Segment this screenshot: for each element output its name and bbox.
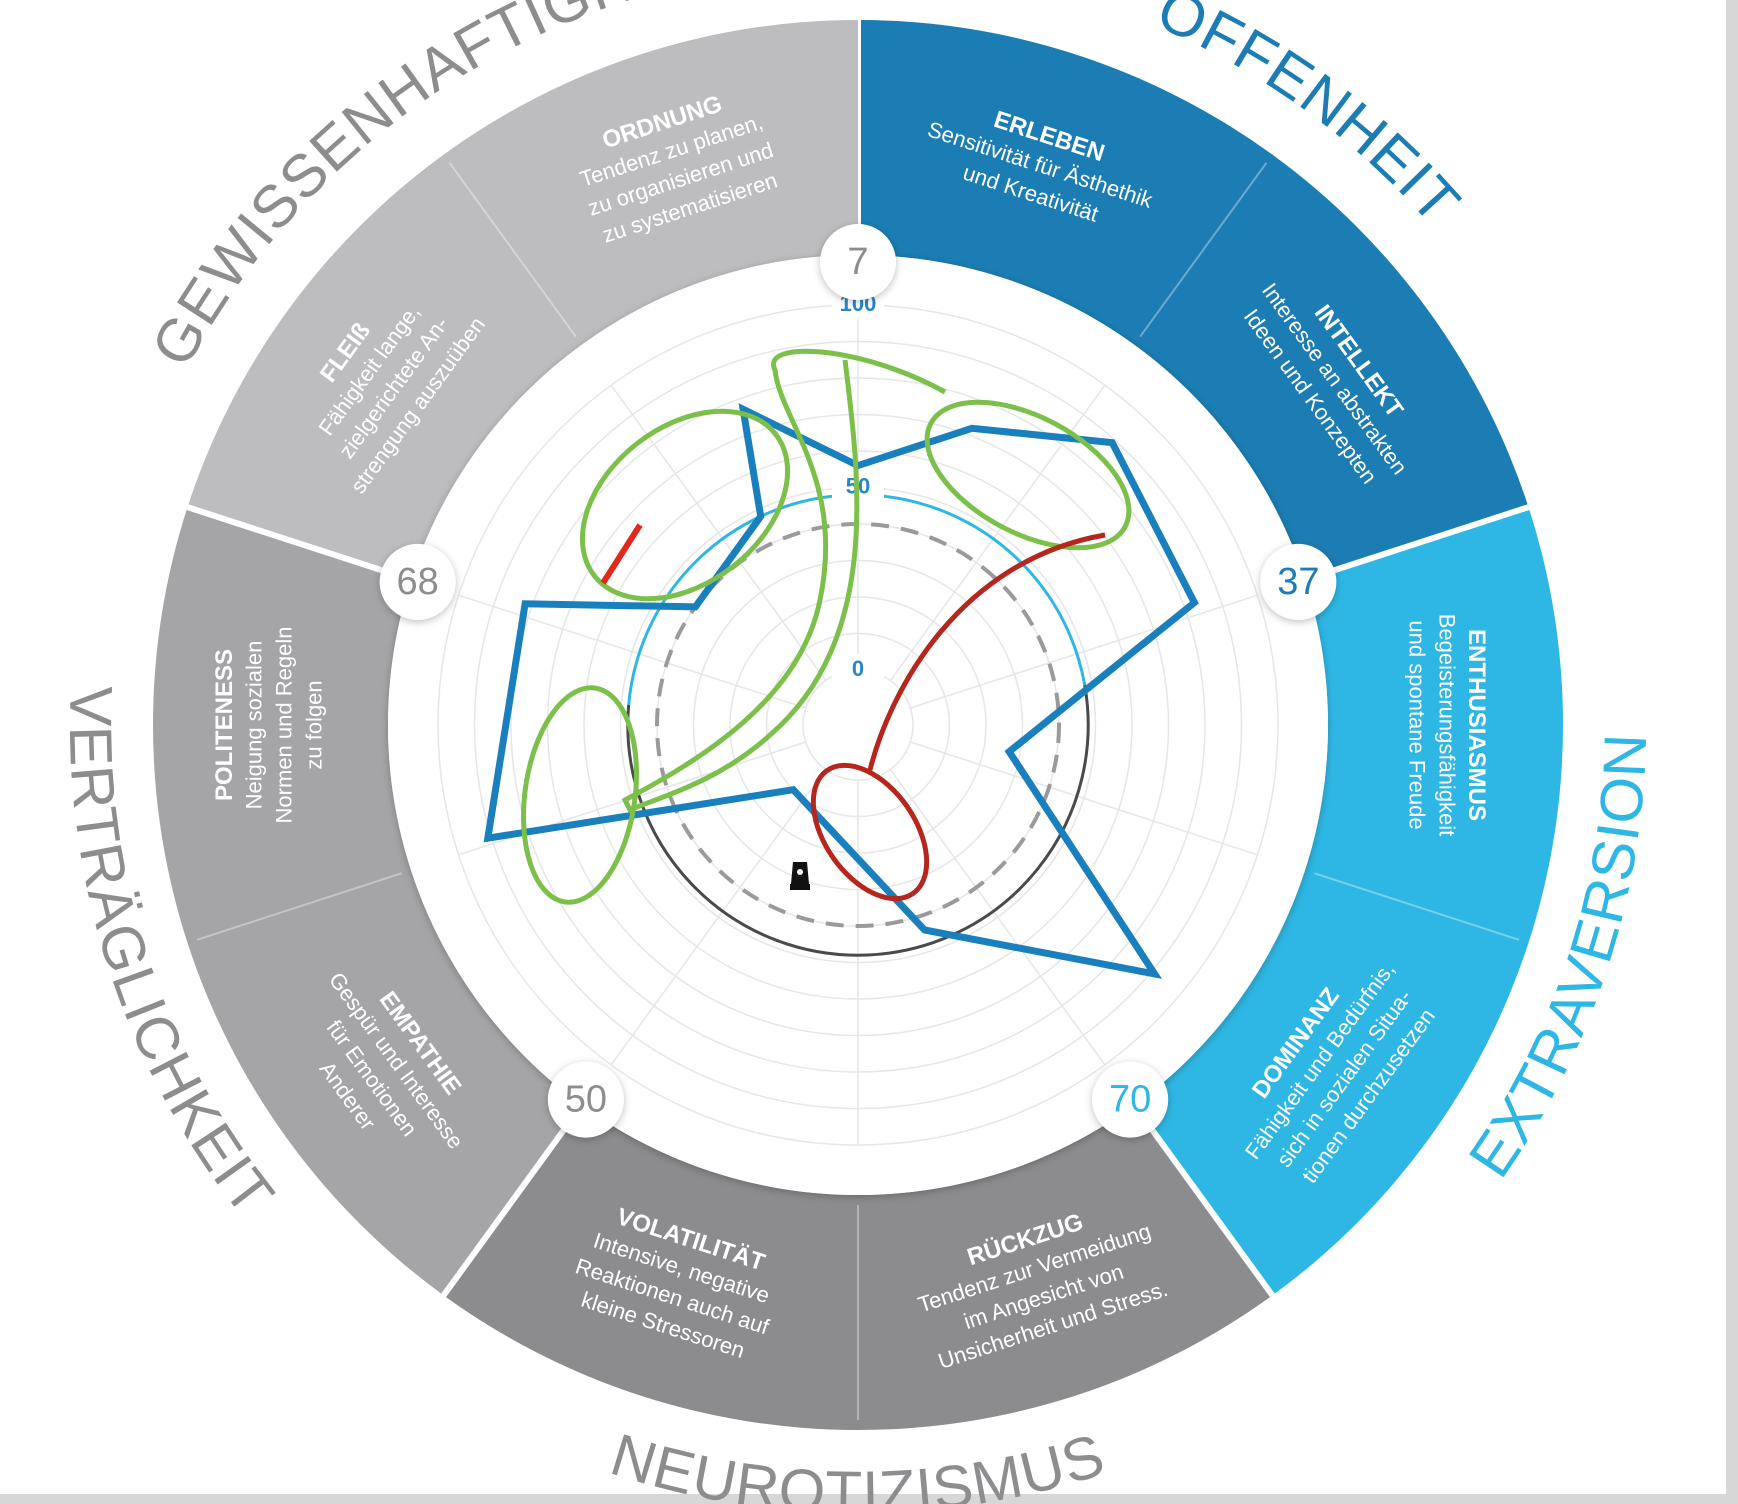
segment-divider (186, 504, 412, 583)
data-point (742, 408, 745, 411)
facet-divider (1314, 872, 1520, 941)
pen-cursor-icon (790, 862, 810, 890)
pen-cursor-base (790, 884, 810, 890)
segment-divider (1131, 1103, 1275, 1298)
data-point (792, 788, 795, 791)
data-point (1008, 750, 1011, 753)
score-badge-circle (1260, 543, 1337, 620)
data-point (486, 837, 489, 840)
score-value: 68 (397, 561, 439, 603)
grid-spoke (458, 594, 806, 709)
green-annotation-ellipse (520, 685, 640, 905)
score-badge-vertraeglichkeit: 68 (379, 543, 456, 620)
green-annotation-ellipse (924, 399, 1132, 551)
grid-spoke (910, 741, 1258, 856)
data-point (694, 605, 697, 608)
score-badge-circle (547, 1061, 624, 1138)
segment-neurotizismus (443, 1105, 1273, 1430)
green-annotation-loop (621, 348, 947, 814)
data-point (1193, 601, 1196, 604)
pen-cursor-nib (797, 869, 803, 875)
facet-divider (448, 162, 577, 338)
facet-description: zu folgen (301, 680, 326, 769)
window-edge-right (1726, 0, 1738, 1504)
window-edge-bottom (0, 1494, 1738, 1504)
facet-description: und spontane Freude (1405, 620, 1430, 829)
segment-divider (1304, 504, 1530, 583)
data-point (970, 427, 973, 430)
score-badge-neurotizismus: 50 (547, 1061, 624, 1138)
score-value: 50 (565, 1079, 607, 1121)
data-point (1111, 441, 1114, 444)
facet-title: ENTHUSIASMUS (1463, 629, 1490, 821)
score-badge-circle (1092, 1061, 1169, 1138)
segment-offenheit (858, 20, 1529, 580)
red-annotation-arc (867, 532, 1106, 771)
score-badge-circle (820, 224, 896, 300)
tick-label: 0 (852, 656, 864, 681)
data-point (923, 929, 926, 932)
grid-spoke (610, 769, 827, 1066)
score-value: 70 (1109, 1079, 1151, 1121)
score-badges: 37 70 50 68 7 (379, 224, 1337, 1138)
red-marker-stroke (600, 523, 643, 585)
segment-vertraeglichkeit (152, 507, 582, 1296)
data-point (759, 515, 762, 518)
reference-arc-bottom (626, 684, 1090, 957)
score-badge-circle (379, 543, 456, 620)
red-annotation-ellipse (810, 762, 930, 902)
score-badge-offenheit: 37 (1260, 543, 1337, 620)
facet-description: Begeisterungsfähigkeit (1435, 614, 1460, 837)
score-polygon-layer (483, 403, 1199, 979)
segment-divider (441, 1103, 585, 1298)
score-value: 37 (1277, 561, 1319, 603)
facet-description: Neigung sozialen (241, 641, 266, 810)
score-value: 7 (847, 241, 868, 283)
pen-annotations (520, 348, 1132, 905)
data-point (1153, 972, 1156, 975)
tick-label-bg (832, 654, 884, 684)
green-annotation-ellipse (579, 408, 791, 602)
segment-extraversion (1134, 507, 1563, 1296)
facet-description: Normen und Regeln (271, 627, 296, 824)
grid-spoke (889, 769, 1106, 1066)
facet-title: POLITENESS (211, 649, 238, 801)
data-point (524, 602, 527, 605)
grid-spoke (910, 594, 1258, 709)
score-badge-gewissenhaftigkeit: 7 (820, 224, 896, 300)
facet-divider (196, 872, 402, 941)
score-polygon (483, 403, 1199, 979)
facet-divider (1139, 162, 1268, 338)
segment-gewissenhaftigkeit (187, 20, 859, 580)
score-badge-extraversion: 70 (1092, 1061, 1169, 1138)
